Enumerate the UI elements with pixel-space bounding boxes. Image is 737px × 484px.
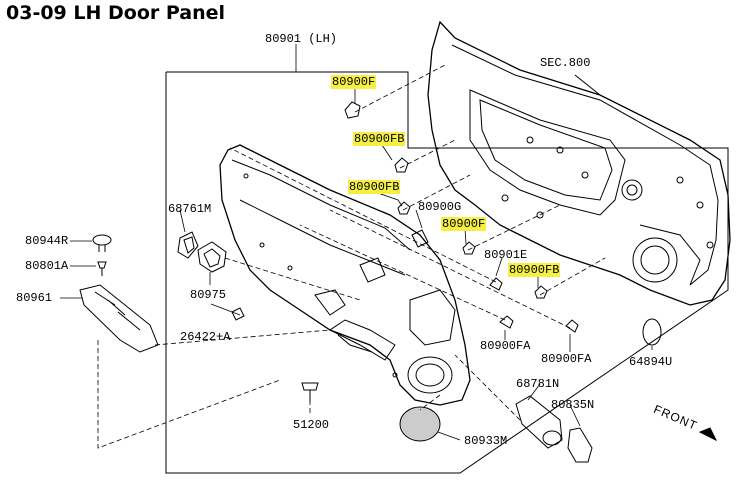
door-shell <box>427 20 731 306</box>
label-80900f-1: 80900F <box>331 75 377 89</box>
assembly-frame <box>165 71 729 474</box>
label-80900fa-2: 80900FA <box>541 352 592 366</box>
label-80900fb-2: 80900FB <box>348 180 401 194</box>
label-80933m: 80933M <box>464 434 508 448</box>
label-80900fa-1: 80900FA <box>480 339 531 353</box>
label-51200: 51200 <box>293 418 330 432</box>
label-64894u: 64894U <box>629 355 673 369</box>
page-title: 03-09 LH Door Panel <box>6 2 226 24</box>
label-sec-800: SEC.800 <box>540 56 591 70</box>
label-80944r: 80944R <box>25 234 69 248</box>
label-80801a: 80801A <box>25 259 69 273</box>
label-80900fb-3: 80900FB <box>508 263 561 277</box>
label-80901: 80901 (LH) <box>265 32 338 46</box>
label-80901e: 80901E <box>484 248 528 262</box>
label-80900fb-1: 80900FB <box>353 132 406 146</box>
label-68761m: 68761M <box>168 202 212 216</box>
trim-panel <box>219 144 471 406</box>
label-80975: 80975 <box>190 288 227 302</box>
label-68781n: 68781N <box>516 377 560 391</box>
label-80961: 80961 <box>16 291 53 305</box>
label-26422a: 26422+A <box>180 330 231 344</box>
label-80900f-2: 80900F <box>441 217 487 231</box>
label-80900g: 80900G <box>418 200 462 214</box>
label-80835n: 80835N <box>551 398 595 412</box>
